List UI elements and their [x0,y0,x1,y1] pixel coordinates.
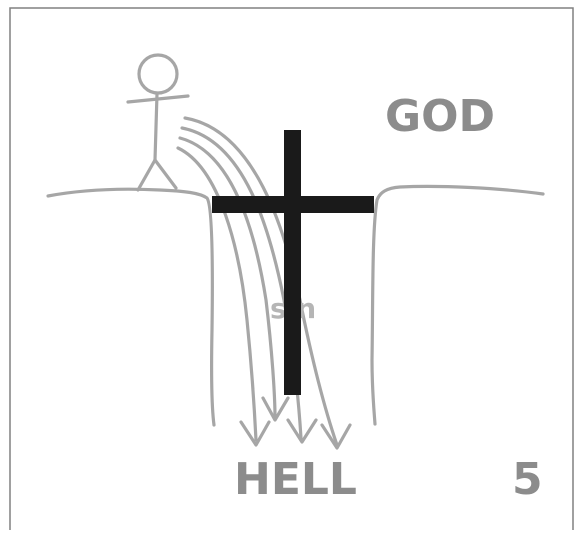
cross-icon [212,130,374,395]
arrow-heads [241,398,350,448]
ground-right [372,186,543,424]
stick-figure-icon [128,55,188,190]
page-number: 5 [512,454,543,505]
falling-paths [178,118,337,445]
god-label: GOD [385,91,495,142]
ground-left [48,189,214,425]
hell-label: HELL [234,454,357,505]
